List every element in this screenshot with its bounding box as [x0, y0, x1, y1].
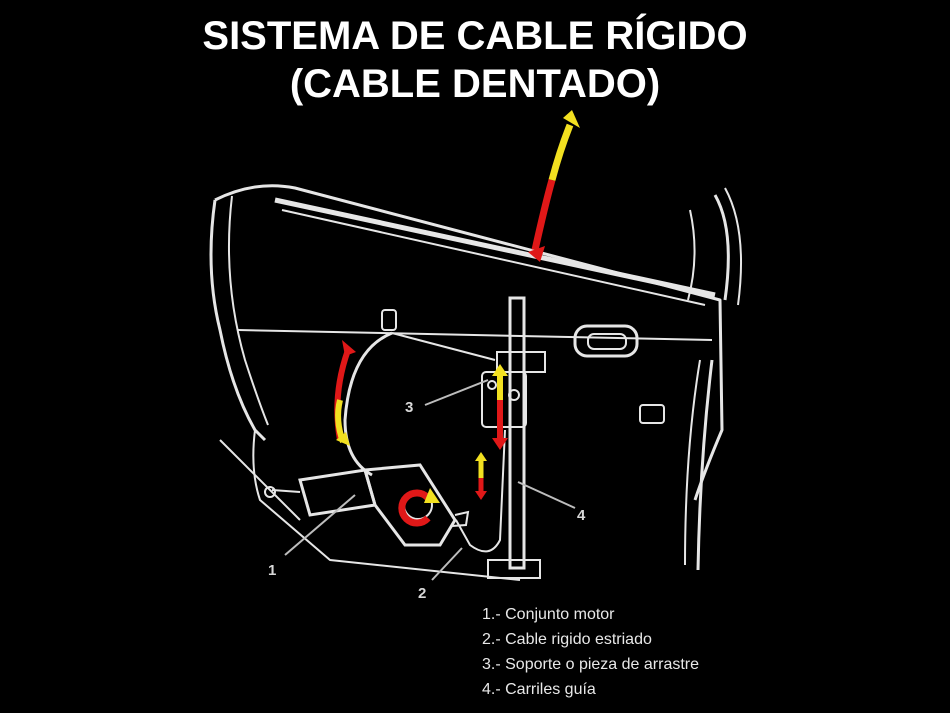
callout-2: 2	[418, 585, 426, 602]
legend-item-support: 3.- Soporte o pieza de arrastre	[482, 656, 700, 673]
legend-item-cable: 2.- Cable rigido estriado	[482, 631, 652, 648]
rigid-cable	[343, 309, 506, 553]
legend-item-motor: 1.- Conjunto motor	[482, 606, 615, 623]
door-outline	[209, 184, 742, 581]
callout-leaders	[284, 379, 576, 581]
title-line-1: SISTEMA DE CABLE RÍGIDO	[202, 14, 748, 58]
title-line-2: (CABLE DENTADO)	[289, 62, 661, 106]
carrier-movement-arrow	[492, 364, 508, 450]
guide-rail	[481, 296, 546, 579]
motor-rotation-icon	[398, 488, 440, 527]
callout-3: 3	[405, 399, 413, 416]
legend: 1.- Conjunto motor 2.- Cable rigido estr…	[482, 602, 699, 702]
callout-4: 4	[577, 507, 586, 524]
motor-assembly	[264, 463, 470, 547]
legend-item-rails: 4.- Carriles guía	[482, 681, 596, 698]
callout-1: 1	[268, 562, 276, 579]
window-movement-arrow	[528, 110, 580, 262]
cable-movement-arrow	[334, 340, 356, 446]
small-bidirectional-arrow	[475, 452, 487, 500]
